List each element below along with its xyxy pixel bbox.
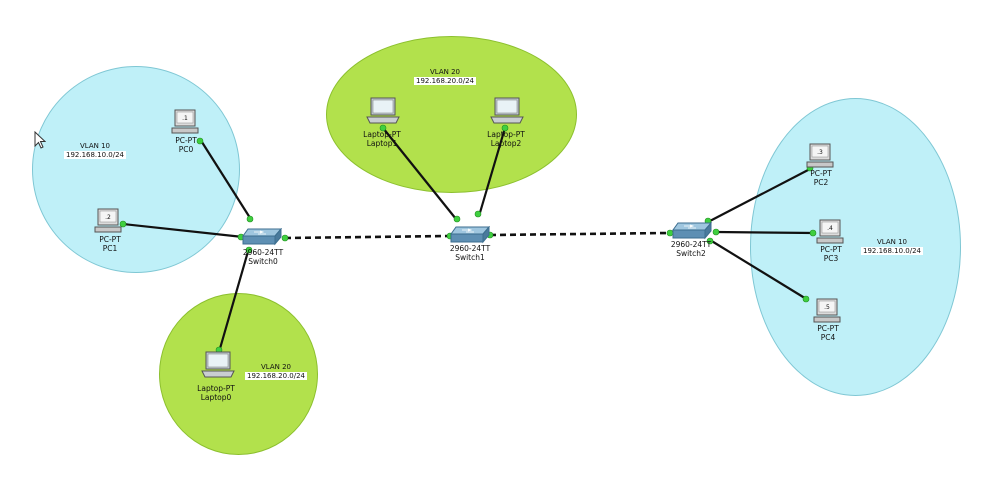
laptop2-name: Laptop2 <box>490 139 522 148</box>
pc1-label: PC-PT PC1 <box>99 235 121 253</box>
link-dot <box>281 234 289 242</box>
cable-pc1-switch0 <box>122 222 244 239</box>
vlan10-right-zone[interactable] <box>750 98 961 396</box>
pc0-label: PC-PT PC0 <box>175 136 197 154</box>
cable-laptop2-switch1 <box>477 127 507 217</box>
pc3-type: PC-PT <box>820 245 842 254</box>
switch2-name: Switch2 <box>676 249 706 258</box>
cable-pc0-switch0 <box>199 138 253 222</box>
pc2-screen-text: .3 <box>817 149 823 156</box>
laptop1-label: Laptop-PT Laptop1 <box>363 130 401 148</box>
vlan20-bottom-label: VLAN 20 192.168.20.0/24 <box>236 363 316 381</box>
switch0-type: 2960-24TT <box>242 248 284 257</box>
laptop1-type: Laptop-PT <box>363 130 401 139</box>
pc3-label: PC-PT PC3 <box>820 245 842 263</box>
pc0-type: PC-PT <box>175 136 197 145</box>
link-dot <box>245 246 253 254</box>
vlan10-left-label: VLAN 10 192.168.10.0/24 <box>55 142 135 160</box>
cable-switch2-pc3 <box>715 230 815 235</box>
pc2-label: PC-PT PC2 <box>810 169 832 187</box>
link-dot <box>119 220 127 228</box>
network-switch-icon[interactable] <box>450 226 490 244</box>
pc4-label: PC-PT PC4 <box>817 324 839 342</box>
pc0-screen-text: .1 <box>182 115 188 122</box>
switch2-type: 2960-24TT <box>670 240 712 249</box>
switch1-type: 2960-24TT <box>449 244 491 253</box>
pc3-screen-text: .4 <box>827 225 833 232</box>
pc4-name: PC4 <box>820 333 836 342</box>
pc3-name: PC3 <box>823 254 839 263</box>
network-switch-icon[interactable] <box>672 222 712 240</box>
switch1-name: Switch1 <box>455 253 485 262</box>
laptop-icon[interactable] <box>201 351 235 379</box>
laptop0-type: Laptop-PT <box>197 384 235 393</box>
pc1-type: PC-PT <box>99 235 121 244</box>
cable-switch2-pc4 <box>709 239 809 301</box>
pc0-name: PC0 <box>178 145 194 154</box>
link-dot <box>246 215 254 223</box>
pc2-type: PC-PT <box>810 169 832 178</box>
link-dot <box>453 215 461 223</box>
laptop0-label: Laptop-PT Laptop0 <box>197 384 235 402</box>
laptop2-label: Laptop-PT Laptop2 <box>487 130 525 148</box>
cable-laptop0-switch0 <box>217 247 251 353</box>
mouse-pointer-icon <box>34 131 46 149</box>
laptop-icon[interactable] <box>490 97 524 125</box>
switch1-label: 2960-24TT Switch1 <box>450 244 490 262</box>
pc1-name: PC1 <box>102 244 118 253</box>
vlan10-right-title: VLAN 10 <box>876 238 907 246</box>
desktop-pc-icon[interactable]: .3 <box>806 143 836 169</box>
switch2-label: 2960-24TT Switch2 <box>671 240 711 258</box>
vlan20-top-subnet: 192.168.20.0/24 <box>413 77 477 85</box>
link-dot <box>196 137 204 145</box>
pc4-screen-text: .5 <box>824 304 830 311</box>
cable-switch2-pc2 <box>707 168 811 223</box>
network-switch-icon[interactable] <box>242 228 282 246</box>
vlan20-top-zone[interactable] <box>326 36 577 193</box>
pc1-screen-text: .2 <box>105 214 111 221</box>
switch0-label: 2960-24TT Switch0 <box>243 248 283 266</box>
vlan20-bottom-title: VLAN 20 <box>260 363 291 371</box>
laptop1-name: Laptop1 <box>366 139 398 148</box>
vlan10-left-title: VLAN 10 <box>79 142 110 150</box>
vlan10-right-label: VLAN 10 192.168.10.0/24 <box>852 238 932 256</box>
desktop-pc-icon[interactable]: .1 <box>171 109 201 135</box>
desktop-pc-icon[interactable]: .2 <box>94 208 124 234</box>
desktop-pc-icon[interactable]: .4 <box>816 219 846 245</box>
vlan20-top-label: VLAN 20 192.168.20.0/24 <box>405 68 485 86</box>
vlan20-top-title: VLAN 20 <box>429 68 460 76</box>
laptop0-name: Laptop0 <box>200 393 232 402</box>
desktop-pc-icon[interactable]: .5 <box>813 298 843 324</box>
cable-switch1-switch2 <box>489 231 669 237</box>
link-dot <box>809 229 817 237</box>
link-dot <box>802 295 810 303</box>
vlan10-right-subnet: 192.168.10.0/24 <box>860 247 924 255</box>
laptop2-type: Laptop-PT <box>487 130 525 139</box>
vlan10-left-subnet: 192.168.10.0/24 <box>63 151 127 159</box>
vlan20-bottom-subnet: 192.168.20.0/24 <box>244 372 308 380</box>
switch0-name: Switch0 <box>248 257 278 266</box>
pc4-type: PC-PT <box>817 324 839 333</box>
laptop-icon[interactable] <box>366 97 400 125</box>
link-dot <box>474 210 482 218</box>
pc2-name: PC2 <box>813 178 829 187</box>
cable-laptop1-switch1 <box>382 127 457 220</box>
cable-switch0-switch1 <box>284 234 449 240</box>
link-dot <box>379 124 387 132</box>
vlan10-left-zone[interactable] <box>32 66 240 273</box>
link-dot <box>706 237 714 245</box>
link-dot <box>501 124 509 132</box>
link-dot <box>712 228 720 236</box>
